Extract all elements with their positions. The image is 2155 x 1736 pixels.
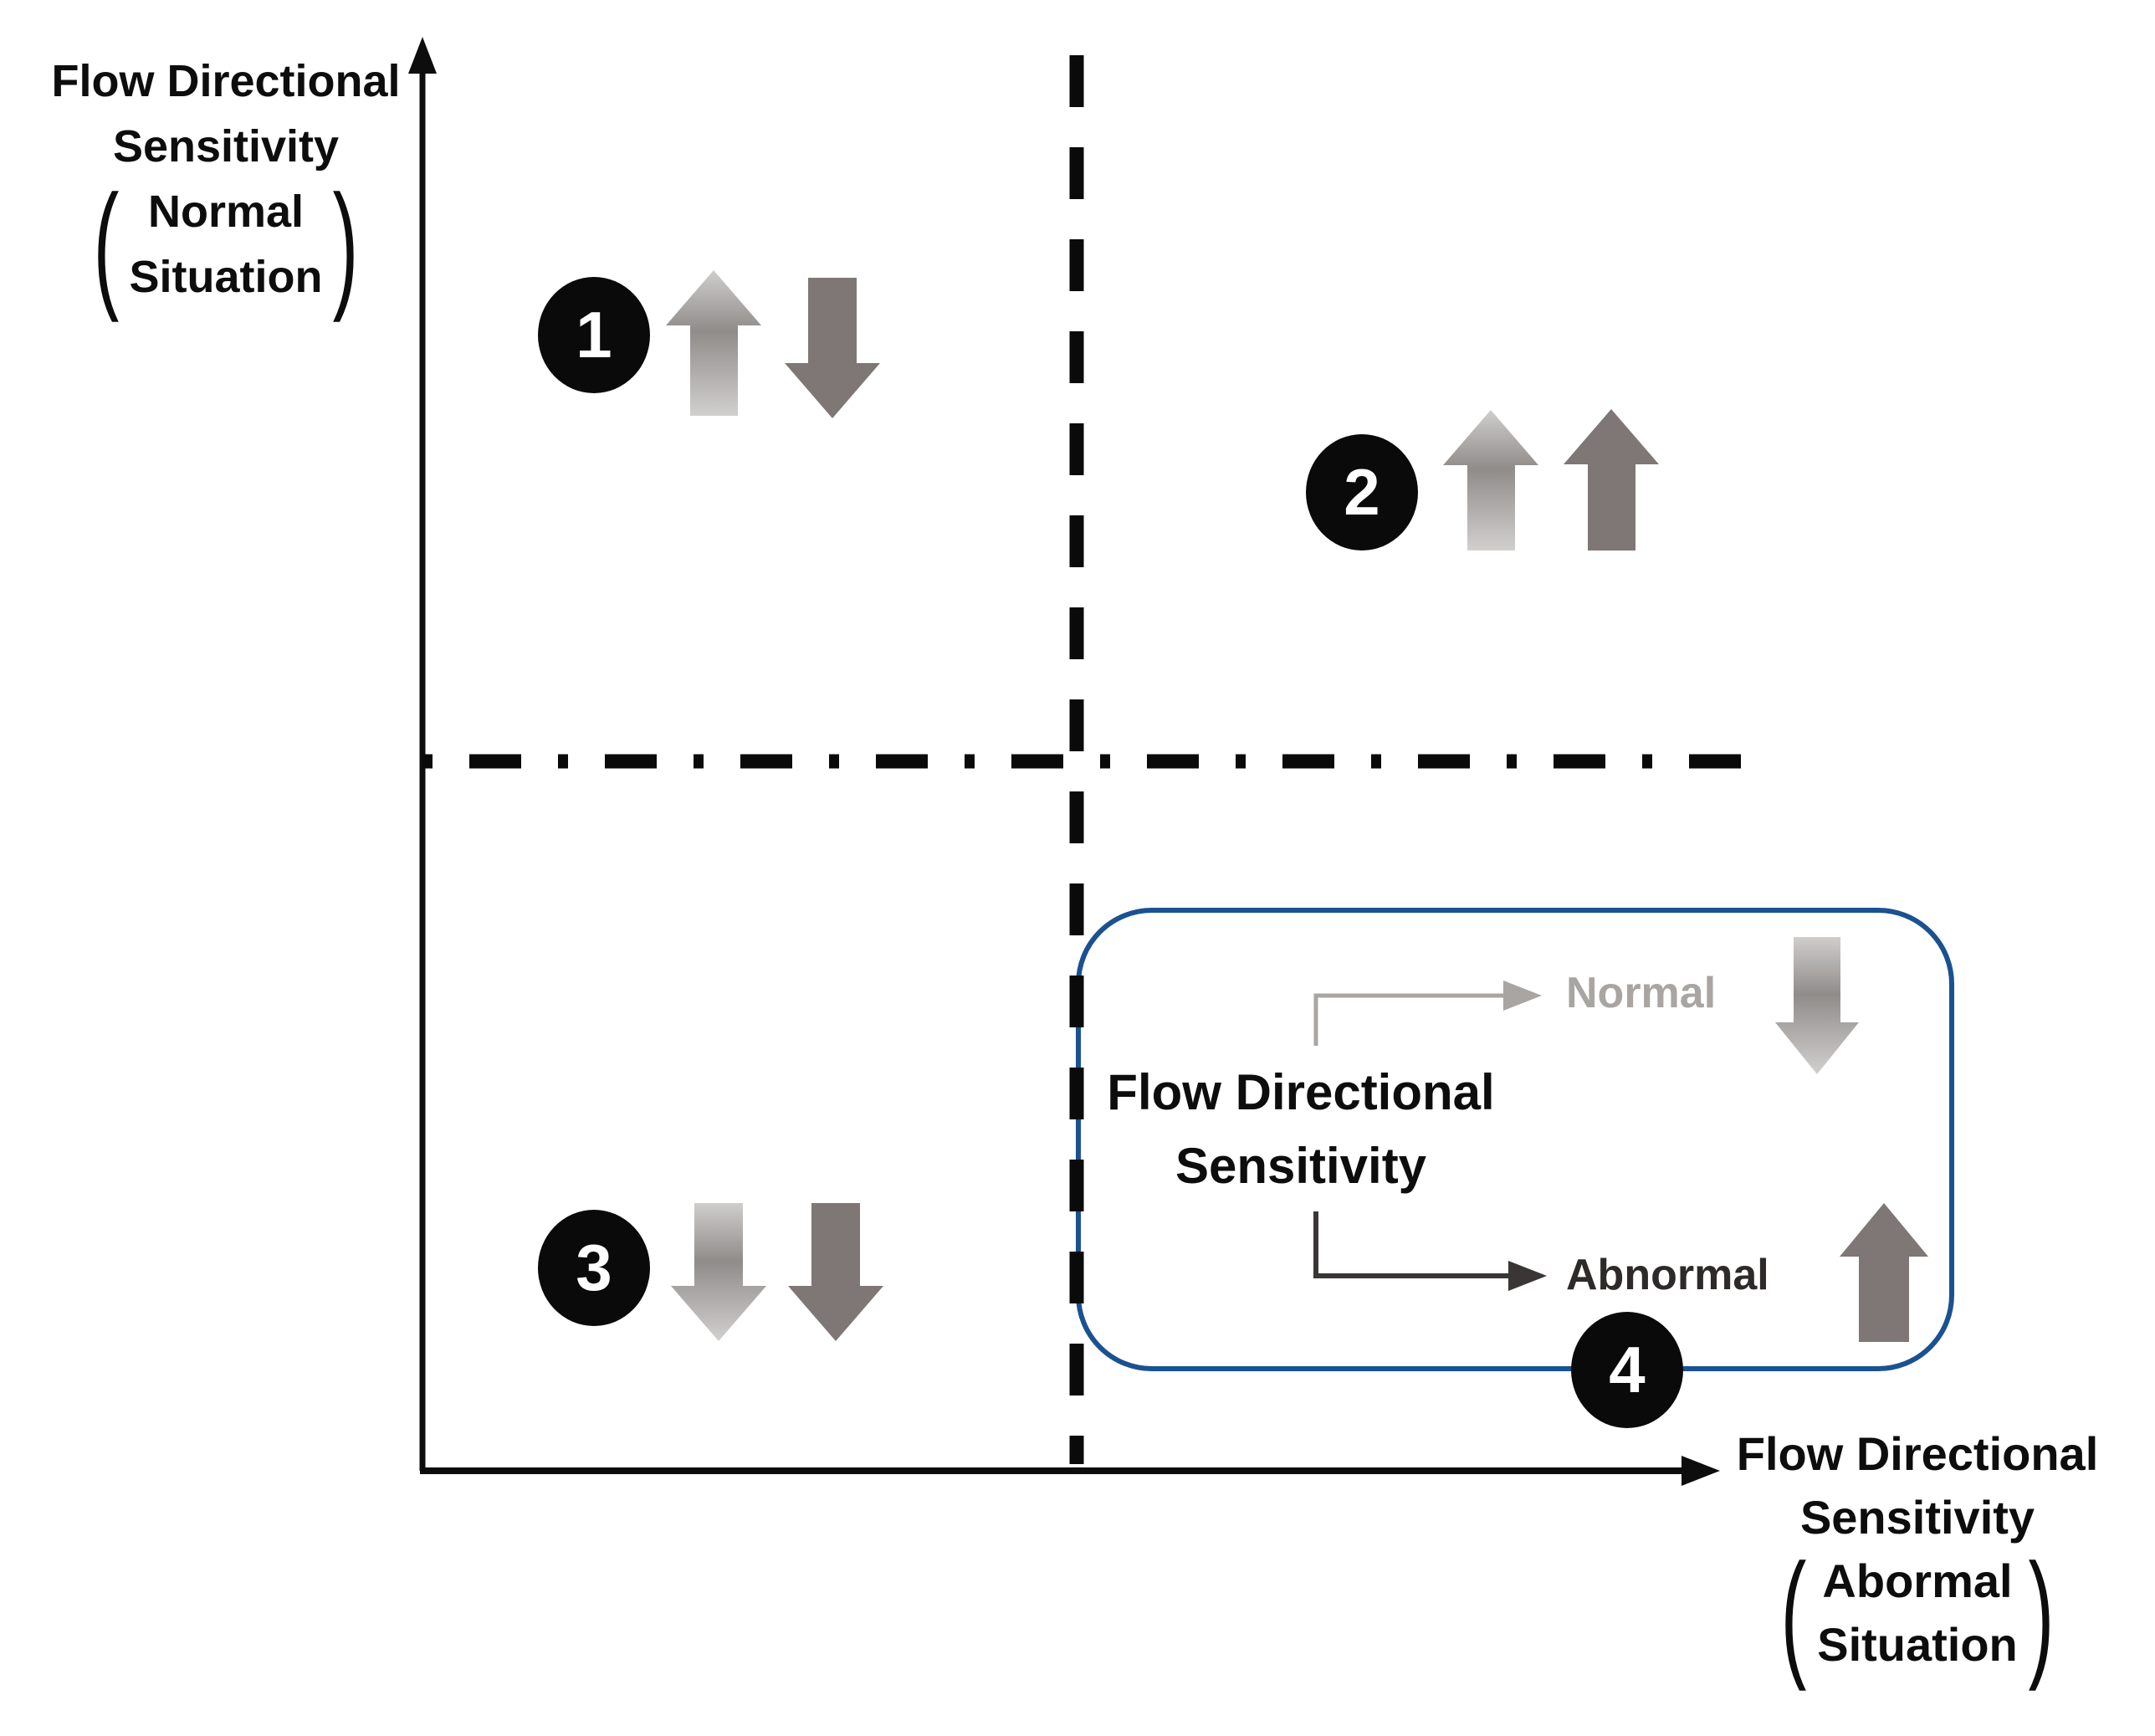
legend-title: Flow Directional Sensitivity [1079,1056,1523,1203]
q3-dark-down-arrow-icon [788,1203,883,1341]
x-axis-arrowhead-icon [1682,1456,1720,1486]
legend-abnormal-bracket [1313,1211,1511,1278]
quadrant-4-number: 4 [1609,1333,1646,1406]
legend-box [1076,908,1954,1371]
q3-light-down-arrow-icon [671,1203,766,1341]
y-axis-label-paren-line2: Situation [129,252,323,302]
x-axis-label-paren-group: ( Abormal Situation ) [1717,1534,2118,1692]
quadrant-3-number: 3 [576,1231,612,1304]
y-axis-label-line1: Flow Directional [51,56,401,106]
legend-light-down-arrow-icon [1775,937,1859,1074]
x-axis-label-paren-line2: Situation [1817,1618,2018,1671]
legend-abnormal-arrowhead-icon [1508,1261,1547,1291]
y-axis-label: Flow Directional Sensitivity ( Normal Si… [37,49,415,323]
legend-abnormal-label: Abnormal [1566,1251,1769,1299]
x-axis-label-line1: Flow Directional [1736,1427,2099,1480]
y-axis-arrowhead-icon [408,37,437,74]
x-axis-label-line2: Sensitivity [1799,1491,2035,1544]
q2-dark-up-arrow-icon [1564,409,1659,551]
y-axis-label-paren-line1: Normal [147,187,305,237]
y-axis-label-paren-group: ( Normal Situation ) [37,166,415,323]
open-paren: ( [1780,1534,1807,1692]
legend-normal-label: Normal [1566,969,1717,1017]
quadrant-4-marker: 4 [1571,1312,1683,1428]
legend-normal-arrowhead-icon [1503,981,1542,1011]
legend-normal-bracket [1313,993,1506,1046]
x-axis-label-paren-line1: Abormal [1822,1554,2013,1607]
x-axis-label: Flow Directional Sensitivity ( Abormal S… [1717,1422,2118,1692]
quadrant-1-number: 1 [576,298,612,371]
y-axis-label-line2: Sensitivity [112,121,340,172]
legend-title-line2: Sensitivity [1175,1138,1427,1194]
quadrant-1-marker: 1 [538,277,650,393]
legend-title-line1: Flow Directional [1107,1064,1495,1120]
q1-light-up-arrow-icon [666,270,761,416]
quadrant-3-marker: 3 [538,1210,650,1326]
legend-dark-up-arrow-icon [1840,1203,1928,1342]
quadrant-2-number: 2 [1344,455,1380,529]
quadrant-2-marker: 2 [1306,434,1418,551]
close-paren: ) [2028,1534,2055,1692]
q1-dark-down-arrow-icon [785,278,880,418]
q2-light-up-arrow-icon [1443,410,1538,551]
close-paren: ) [333,166,359,323]
open-paren: ( [93,166,119,323]
